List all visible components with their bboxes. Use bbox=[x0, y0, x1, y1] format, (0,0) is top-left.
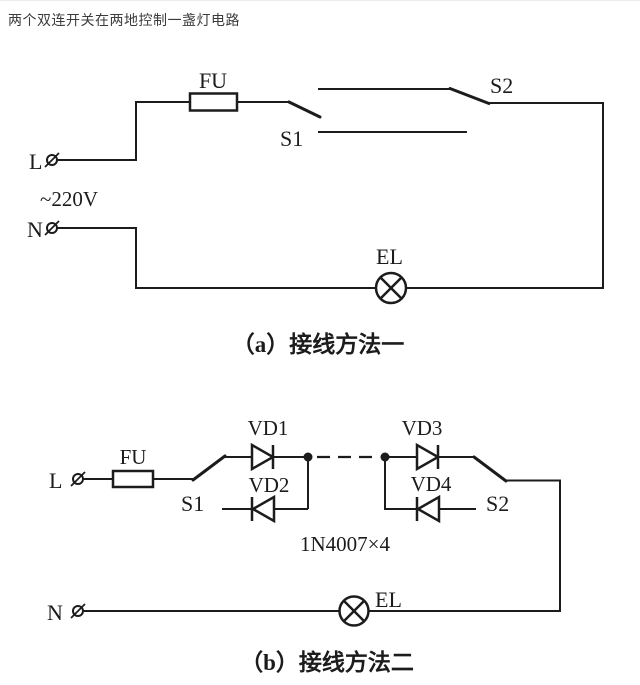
diode-vd4-triangle bbox=[415, 494, 441, 524]
lamp-label-a: EL bbox=[376, 244, 403, 269]
fuse-box-a bbox=[188, 92, 239, 112]
voltage-label-a: ~220V bbox=[40, 187, 98, 211]
terminal-l-slash-a bbox=[44, 152, 60, 168]
switch-s2-blade-a bbox=[448, 87, 491, 105]
terminal-l-label-b: L bbox=[49, 468, 62, 493]
caption-a: （a）接线方法一 bbox=[232, 331, 405, 357]
fuse-label-b: FU bbox=[120, 445, 147, 469]
diagram-b-wires bbox=[83, 455, 561, 612]
diode-vd4 bbox=[415, 494, 441, 524]
terminal-n-slash-b bbox=[70, 603, 86, 619]
switch-s1-blade-a bbox=[287, 100, 322, 119]
junction-dot-left bbox=[303, 452, 313, 462]
diode-vd4-label: VD4 bbox=[411, 472, 452, 496]
junction-dot-right bbox=[380, 452, 390, 462]
diode-type-label: 1N4007×4 bbox=[300, 532, 391, 556]
diode-vd2-label: VD2 bbox=[249, 473, 290, 497]
switch-s1-blade-b bbox=[191, 454, 227, 482]
lamp-cross-2-a bbox=[379, 276, 403, 300]
fuse-box-b bbox=[111, 469, 155, 489]
terminal-l-a bbox=[44, 152, 60, 168]
switch-s2-blade-b bbox=[472, 455, 508, 483]
terminal-l-label-a: L bbox=[29, 149, 42, 174]
lamp-label-b: EL bbox=[375, 587, 402, 612]
diagram-a: FU S1 S2 EL L N ~220V bbox=[27, 68, 604, 357]
diagram-a-wires bbox=[57, 88, 604, 289]
wire-vd2-to-dot bbox=[274, 457, 309, 510]
diode-vd2 bbox=[250, 494, 276, 524]
switch-s2-label-b: S2 bbox=[486, 491, 509, 516]
terminal-n-a bbox=[44, 220, 60, 236]
wire-dot-to-vd4 bbox=[384, 457, 417, 510]
wire-lamp-to-n bbox=[57, 227, 376, 289]
terminal-n-slash-a bbox=[44, 220, 60, 236]
fuse-label-a: FU bbox=[199, 68, 227, 93]
switch-s1-label-a: S1 bbox=[280, 126, 303, 151]
terminal-n-label-b: N bbox=[47, 600, 63, 625]
wire-s2-to-lamp-b bbox=[369, 479, 561, 612]
diode-vd2-triangle bbox=[250, 494, 276, 524]
diode-vd3 bbox=[415, 442, 441, 472]
terminal-n-b bbox=[70, 603, 86, 619]
switch-s2-label-a: S2 bbox=[490, 73, 513, 98]
terminal-n-label-a: N bbox=[27, 217, 43, 242]
diagram-b: FU S1 S2 VD1 VD2 VD3 bbox=[47, 416, 561, 675]
diode-vd3-label: VD3 bbox=[402, 416, 443, 440]
caption-b: （b）接线方法二 bbox=[240, 649, 414, 675]
diode-vd1-triangle bbox=[250, 442, 276, 472]
lamp-symbol-a bbox=[374, 271, 408, 305]
terminal-l-slash-b bbox=[70, 471, 86, 487]
wire-s2-to-lamp bbox=[406, 102, 604, 289]
diode-vd3-triangle bbox=[415, 442, 441, 472]
page-title: 两个双连开关在两地控制一盏灯电路 bbox=[8, 12, 240, 28]
switch-s1-label-b: S1 bbox=[181, 491, 204, 516]
diode-vd1-label: VD1 bbox=[248, 416, 289, 440]
lamp-symbol-b bbox=[338, 595, 370, 627]
diode-vd1 bbox=[250, 442, 276, 472]
wire-l-to-fuse bbox=[57, 101, 190, 161]
lamp-cross-2-b bbox=[342, 599, 366, 623]
terminal-l-b bbox=[70, 471, 86, 487]
